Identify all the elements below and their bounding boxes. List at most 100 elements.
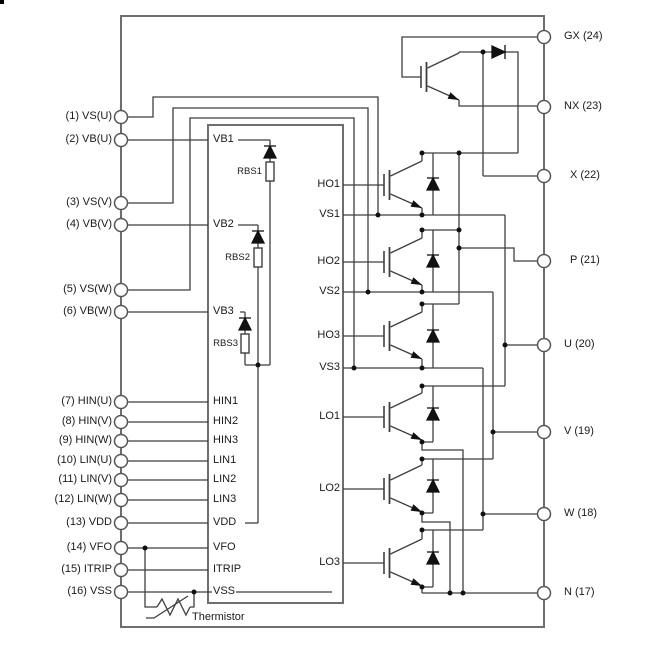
terminal-lo2: LO2 bbox=[319, 482, 340, 494]
label-rbs1: RBS1 bbox=[236, 165, 263, 178]
wire-vsw-to-vs3 bbox=[128, 117, 355, 368]
terminal-vb2: VB2 bbox=[212, 218, 235, 231]
wire-vsv-to-vs2 bbox=[128, 107, 369, 292]
pin-label-lin-w: (12) LIN(W) bbox=[54, 493, 112, 505]
pin-label-vdd: (13) VDD bbox=[66, 516, 112, 528]
pin-label-vs-v: (3) VS(V) bbox=[66, 196, 112, 208]
pin-24-gx bbox=[536, 29, 552, 45]
pin-11-lin-v bbox=[113, 472, 129, 488]
pin-label-vs-u: (1) VS(U) bbox=[65, 110, 112, 122]
igbt-ho3 bbox=[383, 311, 423, 360]
terminal-hin3: HIN3 bbox=[212, 434, 240, 447]
freewheel-diodes bbox=[425, 176, 441, 565]
pin-label-vss: (16) VSS bbox=[67, 585, 112, 597]
pin-label-u: U (20) bbox=[564, 338, 595, 350]
bootstrap-diodes bbox=[237, 144, 278, 331]
pin-label-lin-u: (10) LIN(U) bbox=[56, 454, 112, 466]
pin-label-v: V (19) bbox=[564, 425, 594, 437]
thermistor-strike bbox=[146, 595, 189, 619]
terminal-vb3: VB3 bbox=[212, 305, 235, 318]
thermistor-right-lead bbox=[190, 592, 195, 608]
pin-21-p bbox=[536, 253, 552, 269]
terminal-ho2: HO2 bbox=[317, 255, 340, 267]
pin-label-hin-u: (7) HIN(U) bbox=[61, 395, 112, 407]
terminal-vs2: VS2 bbox=[319, 285, 340, 297]
pin-4-vb-v bbox=[113, 217, 129, 233]
terminal-vb1: VB1 bbox=[212, 133, 235, 146]
label-rbs2: RBS2 bbox=[224, 251, 251, 264]
pin-6-vb-w bbox=[113, 304, 129, 320]
igbt-ho2 bbox=[383, 237, 423, 286]
brake-igbt bbox=[420, 52, 460, 101]
resistor-rbs1 bbox=[265, 161, 275, 182]
pin-16-vss bbox=[113, 584, 129, 600]
pin-label-vfo: (14) VFO bbox=[66, 541, 112, 553]
thermistor-left-lead bbox=[144, 548, 157, 608]
pin-label-hin-v: (8) HIN(V) bbox=[61, 415, 112, 427]
pin-7-hin-u bbox=[113, 394, 129, 410]
pin-1-vs-u bbox=[113, 109, 129, 125]
pin-15-itrip bbox=[113, 562, 129, 578]
pin-label-gx: GX (24) bbox=[564, 30, 603, 42]
bootstrap-resistors bbox=[240, 161, 275, 354]
wire-gx-gate bbox=[401, 36, 537, 78]
pin-label-nx: NX (23) bbox=[564, 100, 602, 112]
scan-artifact bbox=[0, 0, 4, 4]
terminal-ho1: HO1 bbox=[317, 178, 340, 190]
terminal-lo1: LO1 bbox=[319, 410, 340, 422]
bootstrap-chain-2-and-vdd-rail bbox=[238, 224, 259, 523]
pin-label-n: N (17) bbox=[564, 586, 595, 598]
pin-17-n bbox=[536, 585, 552, 601]
pin-20-u bbox=[536, 337, 552, 353]
pin-13-vdd bbox=[113, 515, 129, 531]
wire-p bbox=[459, 247, 537, 262]
pin-label-itrip: (15) ITRIP bbox=[61, 563, 112, 575]
terminal-itrip: ITRIP bbox=[212, 563, 243, 576]
pin-circles bbox=[113, 29, 552, 601]
pin-22-x bbox=[536, 168, 552, 184]
wire-x bbox=[482, 52, 537, 177]
junction-dots bbox=[142, 49, 508, 596]
igbt-lo3 bbox=[383, 538, 423, 587]
terminal-lin2: LIN2 bbox=[212, 473, 238, 486]
pin-19-v bbox=[536, 424, 552, 440]
driver-ic-outline bbox=[207, 124, 344, 604]
pin-9-hin-w bbox=[113, 433, 129, 449]
wire-vsu-to-vs1 bbox=[128, 96, 379, 215]
label-rbs3: RBS3 bbox=[212, 337, 239, 350]
terminal-ho3: HO3 bbox=[317, 329, 340, 341]
pin-label-hin-w: (9) HIN(W) bbox=[58, 434, 112, 446]
pin-5-vs-w bbox=[113, 282, 129, 298]
pin-label-vs-w: (5) VS(W) bbox=[63, 283, 112, 295]
pin-3-vs-v bbox=[113, 195, 129, 211]
pin-14-vfo bbox=[113, 540, 129, 556]
terminal-vfo: VFO bbox=[212, 541, 237, 554]
brake-diode bbox=[491, 44, 507, 60]
pin-label-x: X (22) bbox=[570, 169, 600, 181]
pin-label-p: P (21) bbox=[570, 254, 600, 266]
terminal-hin1: HIN1 bbox=[212, 395, 240, 408]
terminal-lin1: LIN1 bbox=[212, 454, 238, 467]
package-outline bbox=[120, 15, 545, 628]
label-thermistor: Thermistor bbox=[192, 611, 245, 623]
pin-label-vb-u: (2) VB(U) bbox=[65, 133, 112, 145]
pin-label-w: W (18) bbox=[564, 507, 597, 519]
igbt-ho1 bbox=[383, 160, 423, 209]
terminal-vdd: VDD bbox=[212, 516, 238, 529]
pin-18-w bbox=[536, 506, 552, 522]
terminal-lo3: LO3 bbox=[319, 556, 340, 568]
terminal-vs3: VS3 bbox=[319, 361, 340, 373]
pin-2-vb-u bbox=[113, 132, 129, 148]
wire-nx bbox=[458, 100, 537, 107]
pin-label-vb-v: (4) VB(V) bbox=[66, 218, 112, 230]
pin-label-vb-w: (6) VB(W) bbox=[63, 305, 112, 317]
wire-brake-collector-diode bbox=[458, 51, 519, 153]
resistor-rbs3 bbox=[240, 333, 250, 354]
terminal-hin2: HIN2 bbox=[212, 415, 240, 428]
resistor-rbs2 bbox=[253, 247, 263, 268]
pin-8-hin-v bbox=[113, 414, 129, 430]
pin-10-lin-u bbox=[113, 453, 129, 469]
pin-12-lin-w bbox=[113, 492, 129, 508]
terminal-vss: VSS bbox=[212, 585, 237, 598]
